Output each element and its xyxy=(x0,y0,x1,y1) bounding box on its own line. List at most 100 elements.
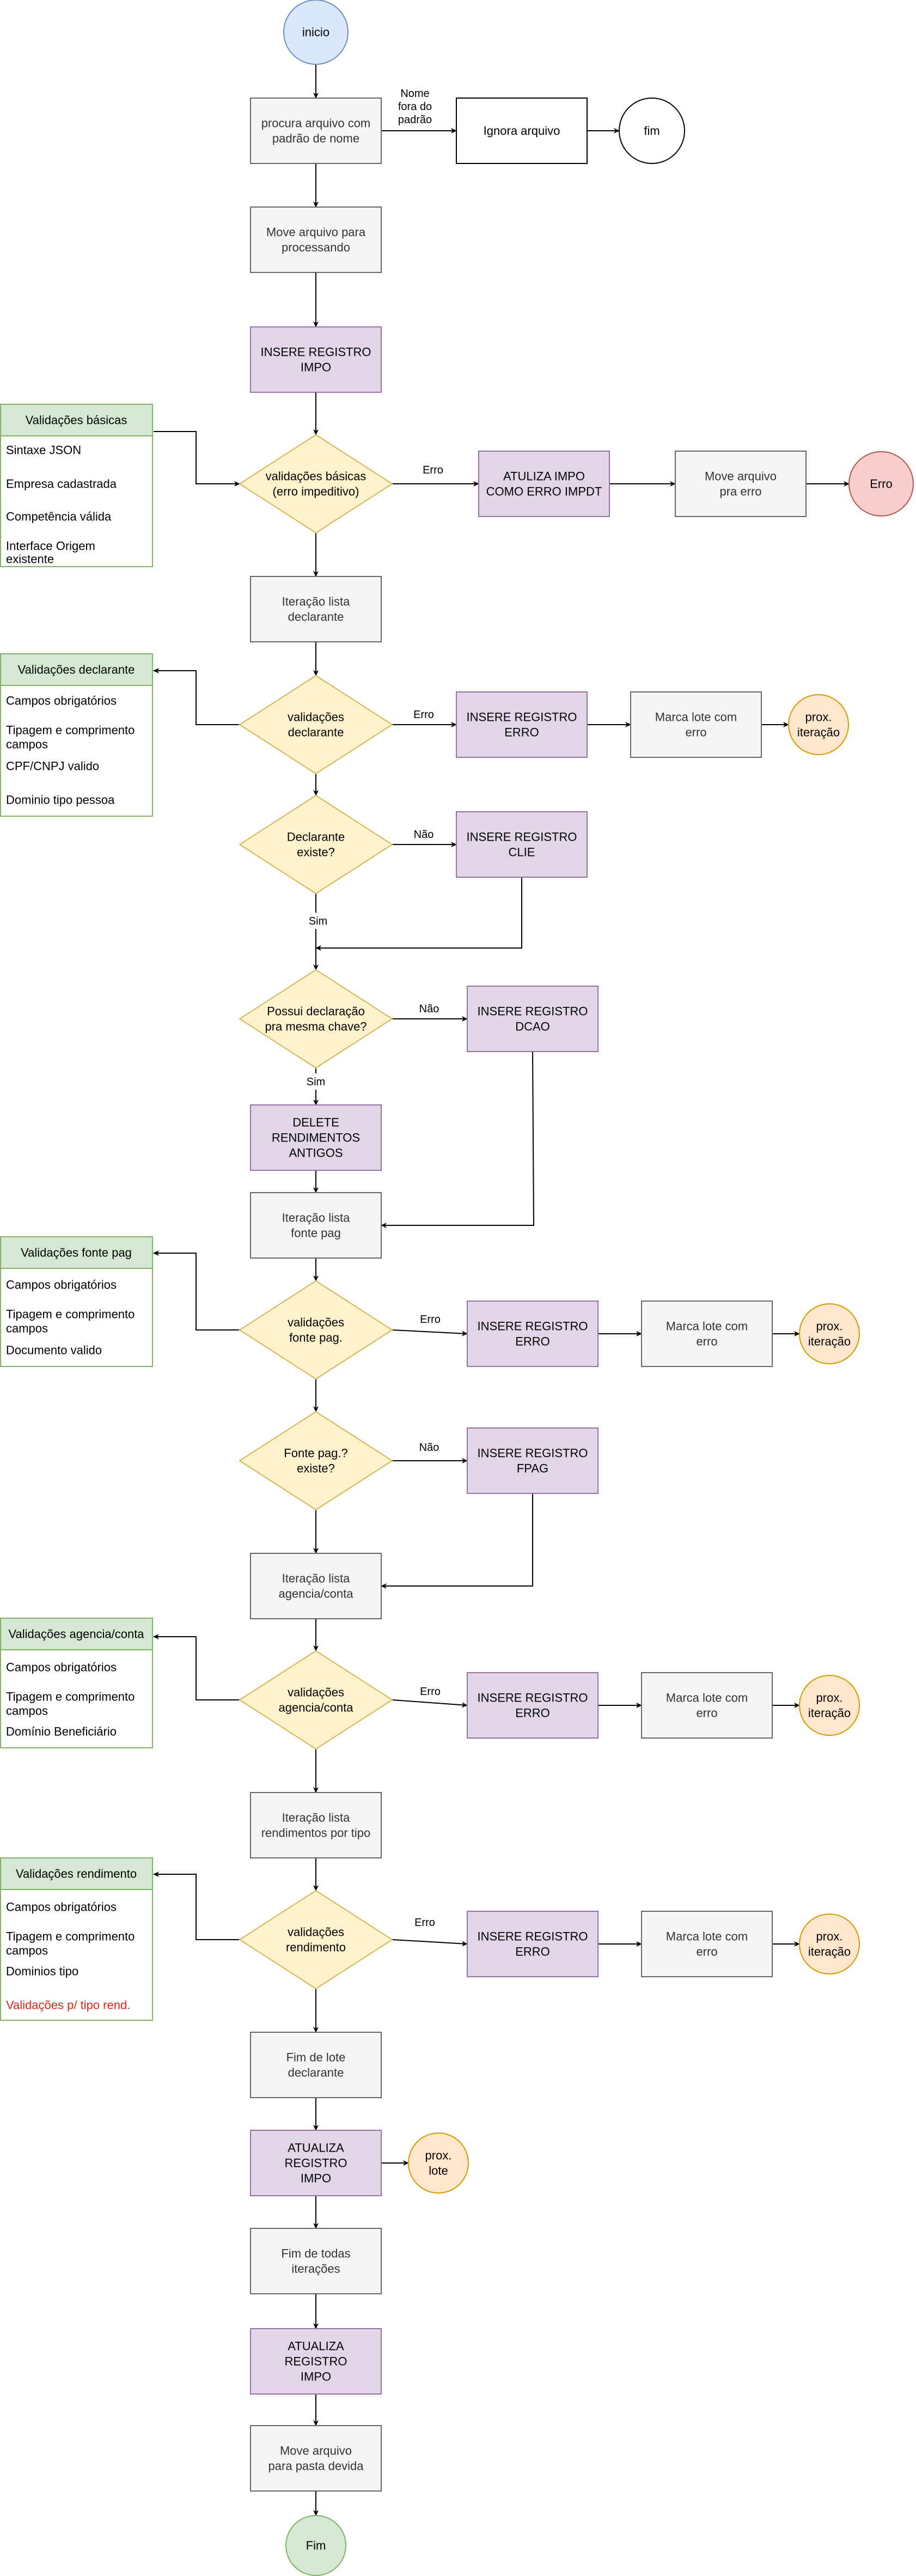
text-line: Erro xyxy=(413,709,434,721)
text-line: Não xyxy=(414,829,434,841)
text-line: Fim de todas xyxy=(281,2247,350,2261)
process-box xyxy=(250,1553,382,1619)
text-line: CPF/CNPJ valido xyxy=(6,760,99,773)
edge-label-erro-fonte: Erro xyxy=(414,1311,447,1327)
text-line: IMPO xyxy=(301,2370,331,2384)
decision-diamond xyxy=(239,1280,393,1380)
panel-item: CPF/CNPJ valido xyxy=(6,760,99,773)
node-erro-end: Erro xyxy=(848,451,914,517)
text-line: padrão xyxy=(398,114,432,126)
decision-diamond xyxy=(239,969,393,1069)
text-line: RENDIMENTOS xyxy=(272,1131,360,1145)
text-line: Sim xyxy=(307,1076,325,1088)
process-box xyxy=(641,1301,773,1367)
text-line: ERRO xyxy=(515,1335,550,1348)
decision-diamond xyxy=(239,794,393,895)
text-line: existe? xyxy=(297,1462,335,1475)
panel-item: Campos obrigatórios xyxy=(6,1661,117,1674)
panel-item: Dominios tipo xyxy=(6,1965,78,1978)
process-box xyxy=(250,2328,382,2395)
process-box xyxy=(467,1301,599,1367)
text-line: Não xyxy=(419,1442,439,1454)
text-line: Domínio Beneficiário xyxy=(6,1725,117,1739)
panel-item: Validações p/ tipo rend. xyxy=(6,1998,130,2012)
text-line: rendimentos por tipo xyxy=(261,1826,371,1840)
text-line: ATULIZA IMPO xyxy=(503,470,585,483)
text-line: agencia/conta xyxy=(279,1701,354,1715)
node-fonte-existe: Fonte pag.? existe? xyxy=(239,1411,393,1511)
node-prox-4: prox.iteração xyxy=(799,1913,860,1974)
process-box xyxy=(456,811,588,878)
flow-arrow xyxy=(392,1699,468,1708)
text-line: Iteração lista xyxy=(282,1811,350,1825)
edge-label-text: Erro xyxy=(420,1686,441,1698)
text-line: prox. xyxy=(425,2149,452,2162)
panel-item: Documento valido xyxy=(6,1344,102,1357)
process-box xyxy=(467,1427,599,1494)
text-line: lote xyxy=(429,2164,448,2178)
label-bg xyxy=(302,913,334,929)
node-label: prox.iteração xyxy=(808,1320,851,1348)
text-line: prox. xyxy=(816,1930,843,1943)
text-line: Fim xyxy=(306,2539,326,2553)
text-line: validações xyxy=(288,1686,344,1699)
panel-title: Validações declarante xyxy=(18,663,135,677)
text-line: Move arquivo xyxy=(705,470,777,483)
process-box xyxy=(250,2228,382,2294)
text-line: declarante xyxy=(288,610,344,624)
node-prox-3: prox.iteração xyxy=(799,1675,860,1736)
text-line: Não xyxy=(419,1003,439,1015)
node-prox-lote: prox. lote xyxy=(408,2133,469,2194)
text-line: Competência válida xyxy=(6,510,112,524)
terminal-circle xyxy=(619,98,685,164)
text-line: Tipagem e comprimento xyxy=(6,1930,135,1943)
text-line: Dominio tipo pessoa xyxy=(6,793,115,807)
text-line: Erro xyxy=(420,1314,441,1326)
text-line: INSERE REGISTRO xyxy=(467,830,577,844)
text-line: Marca lote com xyxy=(666,1930,748,1943)
process-box xyxy=(675,451,807,517)
text-line: declarante xyxy=(288,726,344,739)
node-label: validações agencia/conta xyxy=(279,1686,354,1715)
edge-label-text: Erro xyxy=(420,1314,441,1326)
panel-item: Sintaxe JSON xyxy=(6,443,81,457)
text-line: existe? xyxy=(297,846,335,859)
text-line: iteração xyxy=(808,1335,851,1348)
node-label: prox. lote xyxy=(425,2149,452,2178)
text-line: ATUALIZA xyxy=(288,2141,344,2155)
text-line: INSERE REGISTRO xyxy=(261,345,371,359)
text-line: Validações agencia/conta xyxy=(8,1627,144,1641)
panel-item: Campos obrigatórios xyxy=(6,1278,117,1292)
label-bg xyxy=(399,85,431,127)
label-bg xyxy=(408,1914,441,1930)
text-line: prox. xyxy=(805,710,832,724)
text-line: Fonte pag.? xyxy=(284,1447,347,1460)
edge-label-text: Sim xyxy=(309,915,327,927)
text-line: validações básicas xyxy=(266,470,367,483)
panel-title: Validações agencia/conta xyxy=(8,1627,144,1641)
text-line: erro xyxy=(696,1706,717,1720)
text-line: iteração xyxy=(797,726,840,739)
text-line: Tipagem e comprimento xyxy=(6,724,135,737)
edge-label-text: Erro xyxy=(413,709,434,721)
panel-item: Empresa cadastrada xyxy=(6,477,117,491)
text-line: fonte pag. xyxy=(289,1331,343,1345)
